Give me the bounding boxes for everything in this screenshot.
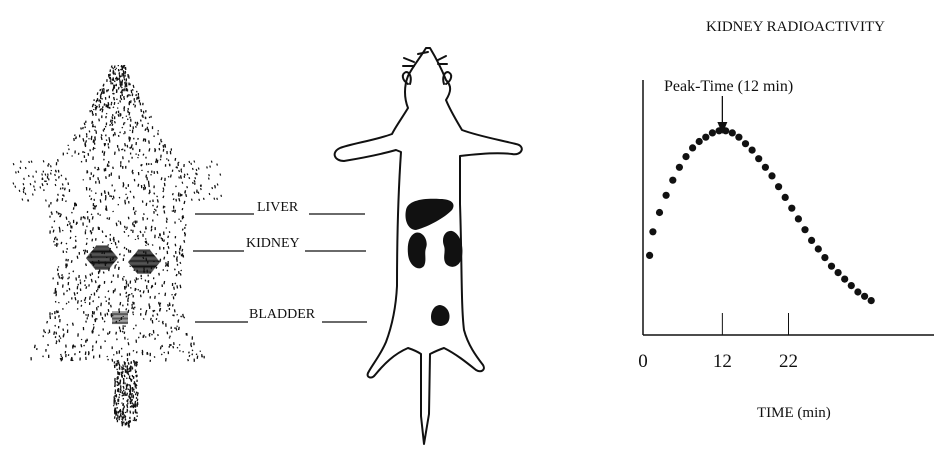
liver-organ [405,199,453,230]
data-point [656,209,663,216]
x-tick-label: 12 [713,351,732,372]
data-point [775,183,782,190]
anatomy-labels [193,214,367,322]
data-point [854,288,861,295]
data-point [815,245,822,252]
animal-drawing [335,48,522,444]
data-point [835,269,842,276]
data-point [649,228,656,235]
data-point [821,254,828,261]
data-point [663,192,670,199]
bladder-organ [431,305,450,326]
x-tick-label: 22 [779,351,798,372]
data-point [841,276,848,283]
chart-title: KIDNEY RADIOACTIVITY [706,19,885,35]
data-point [669,177,676,184]
x-axis-label: TIME (min) [757,405,831,421]
data-point [729,129,736,136]
data-point [709,129,716,136]
data-point [696,138,703,145]
organs [405,199,462,326]
data-point [762,164,769,171]
data-point [755,155,762,162]
whiskers [403,52,447,66]
data-point [742,140,749,147]
animal-outline [335,48,522,444]
data-point [795,215,802,222]
liver-label: LIVER [257,200,299,215]
x-ticks: 0 12 22 [638,313,798,372]
peak-annotation: Peak-Time (12 min) [664,78,793,95]
data-point [735,134,742,141]
x-tick-label: 0 [638,351,648,372]
data-point [868,297,875,304]
data-point [646,252,653,259]
data-point [749,147,756,154]
data-point [828,263,835,270]
data-point [861,293,868,300]
data-point [782,194,789,201]
data-point [702,134,709,141]
right-kidney-organ [443,231,462,267]
kidney-label: KIDNEY [246,236,300,251]
data-point [848,282,855,289]
bladder-label: BLADDER [249,307,316,322]
data-point [682,153,689,160]
data-point [676,164,683,171]
data-point [808,237,815,244]
chart: KIDNEY RADIOACTIVITY 0 12 22 Peak-Time (12… [638,19,934,421]
scintigraphy-image [13,65,221,428]
data-point [788,205,795,212]
left-kidney-organ [408,232,427,268]
data-point [768,172,775,179]
data-point [801,226,808,233]
data-point [689,144,696,151]
data-points [646,127,875,304]
